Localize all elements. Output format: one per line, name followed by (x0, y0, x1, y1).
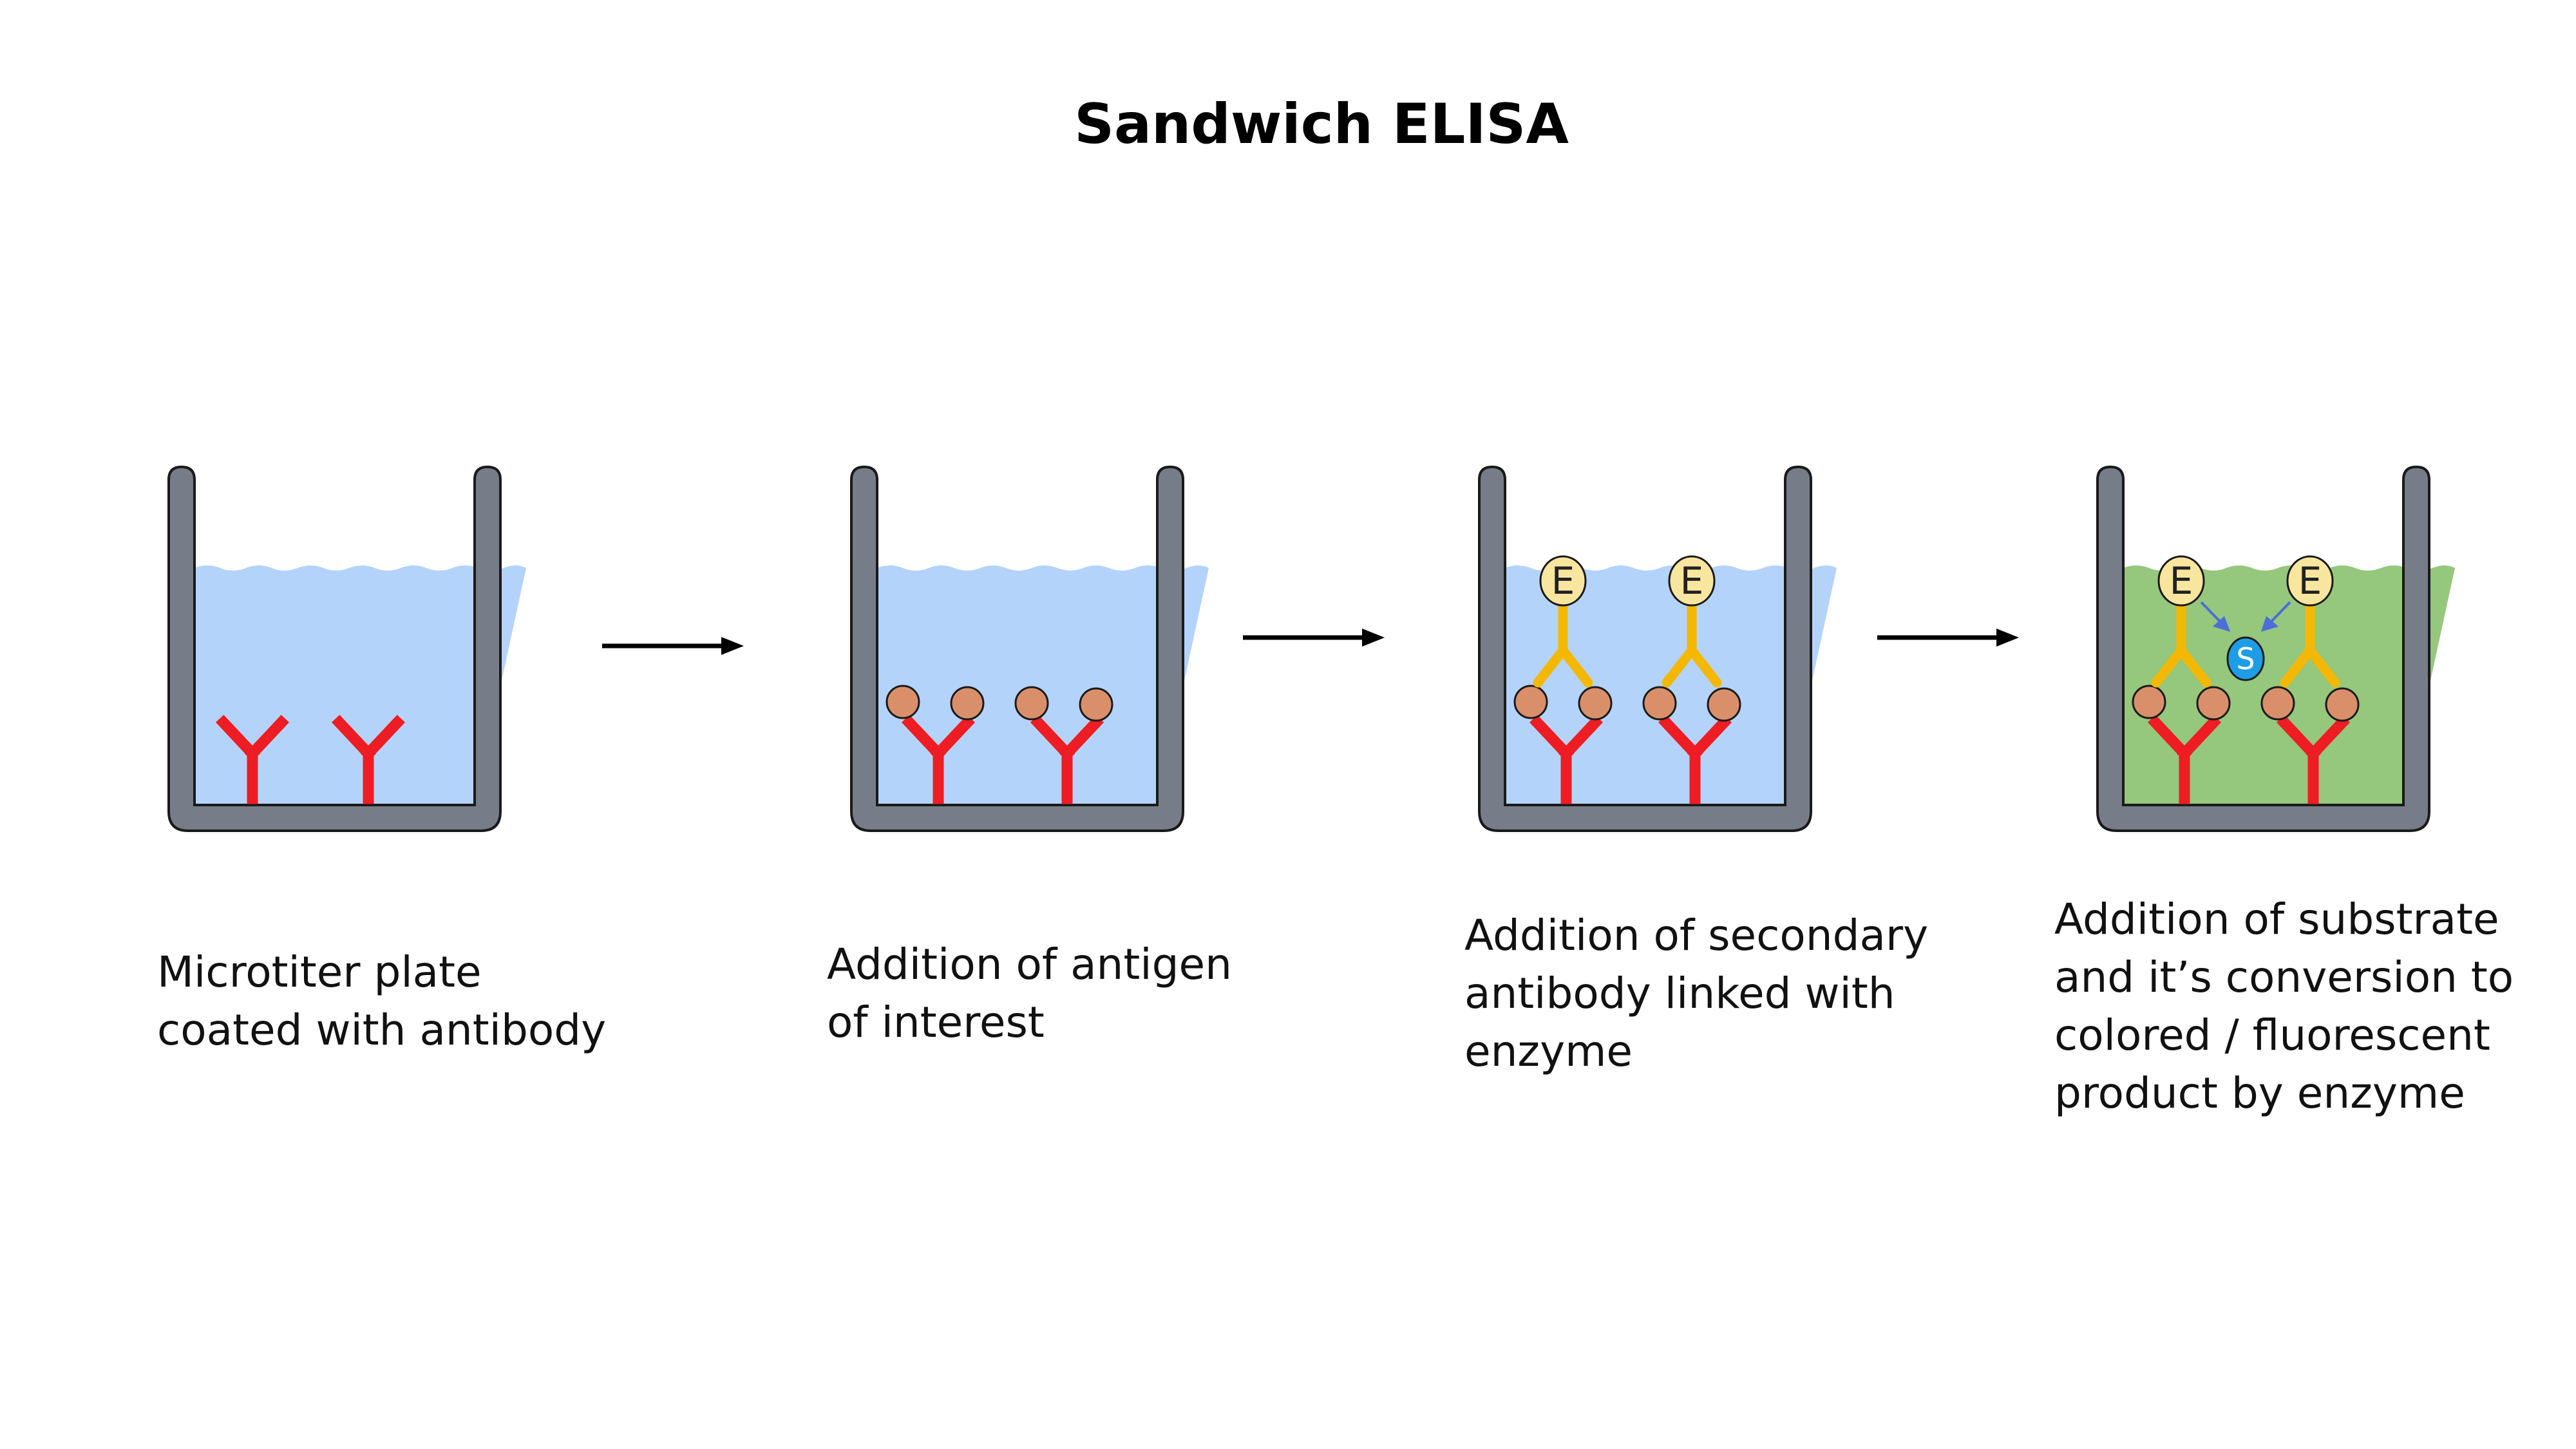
caption-line: enzyme (1464, 1027, 1633, 1076)
step-3-caption: Addition of secondary antibody linked wi… (1464, 911, 1942, 1076)
antigen-icon (1513, 685, 1548, 719)
enzyme-label: E (2170, 559, 2193, 603)
secondary-antibody-icon (2280, 600, 2340, 688)
antigen-icon (1707, 687, 1741, 722)
step-arrow-1 (602, 637, 744, 655)
caption-line: product by enzyme (2054, 1068, 2465, 1118)
liquid-buffer (877, 565, 1209, 805)
caption-line: coated with antibody (157, 1005, 606, 1055)
step-arrow-3 (1877, 629, 2019, 647)
liquid-product (2123, 565, 2455, 805)
antigen-icon (1014, 686, 1049, 721)
caption-line: antibody linked with (1464, 969, 1895, 1018)
antigen-icon (1642, 686, 1677, 721)
well-icon (850, 465, 1184, 832)
antigen-icon (1578, 686, 1613, 721)
secondary-antibody-icon (1662, 600, 1722, 688)
enzyme-action-arrow-icon (2200, 601, 2291, 632)
well-icon (1478, 465, 1812, 832)
substrate-label: S (2236, 641, 2255, 676)
capture-antibody-icon (1529, 714, 1604, 804)
enzyme-icon: E (1539, 555, 1587, 607)
step-2-antigen: Addition of antigen of interest (827, 465, 1245, 1047)
step-1-caption: Microtiter plate coated with antibody (157, 947, 606, 1055)
caption-line: and it’s conversion to (2054, 952, 2514, 1002)
capture-antibody-icon (1030, 714, 1104, 804)
antigen-icon (2132, 685, 2166, 719)
substrate-icon: S (2226, 636, 2265, 681)
enzyme-icon: E (1668, 555, 1716, 607)
liquid-buffer (1505, 565, 1837, 805)
well-icon (167, 465, 502, 832)
enzyme-label: E (1551, 559, 1575, 603)
step-4-caption: Addition of substrate and it’s conversio… (2054, 895, 2527, 1118)
step-2-caption: Addition of antigen of interest (827, 940, 1245, 1047)
step-3-secondary-antibody: E E Addition of secondary antibody linke… (1464, 465, 1942, 1076)
secondary-antibody-icon (1533, 600, 1593, 688)
antigen-icon (1079, 687, 1113, 722)
capture-antibody-icon (1658, 714, 1732, 804)
step-4-substrate-conversion: E E S Addition of substrate and it’s con… (2054, 465, 2527, 1118)
capture-antibody-icon (901, 714, 976, 804)
capture-antibody-icon (2147, 714, 2222, 804)
antigen-icon (2260, 686, 2295, 721)
caption-line: Addition of antigen (827, 940, 1232, 989)
diagram-title: Sandwich ELISA (1074, 92, 1569, 156)
caption-line: of interest (827, 998, 1045, 1047)
well-icon (2096, 465, 2430, 832)
antigen-icon (950, 686, 985, 721)
caption-line: Microtiter plate (157, 947, 482, 997)
step-arrow-2 (1243, 629, 1385, 647)
enzyme-icon: E (2157, 555, 2205, 607)
step-1-microtiter-plate: Microtiter plate coated with antibody (157, 465, 606, 1055)
enzyme-label: E (2298, 559, 2322, 603)
liquid-buffer (194, 565, 526, 805)
enzyme-label: E (1680, 559, 1704, 603)
antigen-icon (886, 685, 920, 719)
antigen-icon (2325, 687, 2360, 722)
caption-line: Addition of secondary (1464, 911, 1928, 960)
caption-line: colored / fluorescent (2054, 1010, 2490, 1060)
secondary-antibody-icon (2151, 600, 2211, 688)
caption-line: Addition of substrate (2054, 895, 2499, 944)
capture-antibody-icon (2276, 714, 2351, 804)
capture-antibody-icon (331, 714, 406, 804)
enzyme-icon: E (2286, 555, 2334, 607)
antigen-icon (2196, 686, 2231, 721)
capture-antibody-icon (215, 714, 290, 804)
